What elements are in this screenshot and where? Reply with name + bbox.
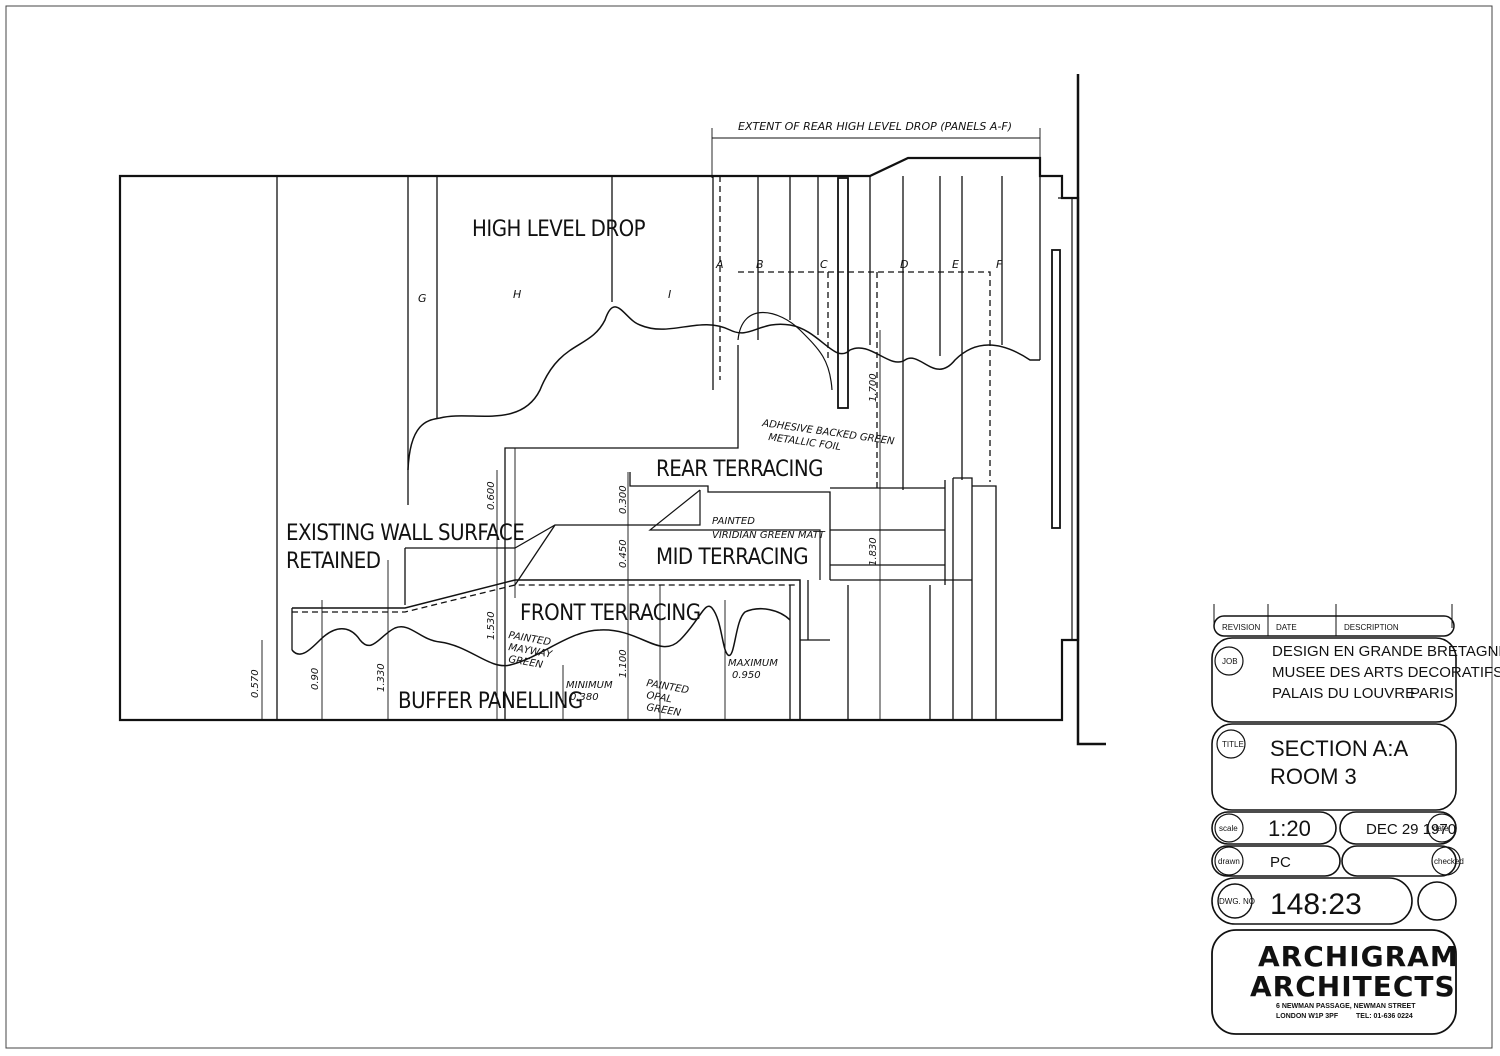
firm-address-2: LONDON W1P 3PF — [1276, 1013, 1339, 1020]
dwg-number: 148:23 — [1270, 888, 1362, 921]
dimension-value: 1.530 — [486, 611, 497, 640]
note-minimum-1: MINIMUM — [566, 680, 613, 691]
dimension-value: 0.570 — [250, 669, 261, 698]
dimension-value: 1.330 — [376, 663, 387, 692]
dimension-value: 0.600 — [486, 481, 497, 510]
description-header: DESCRIPTION — [1344, 623, 1399, 632]
job-line-1: DESIGN EN GRANDE BRETAGNE — [1272, 643, 1500, 660]
job-city: PARIS — [1410, 685, 1454, 702]
title-block: REVISION DATE DESCRIPTION JOB DESIGN EN … — [1211, 604, 1500, 1035]
drop-wavy-edge — [407, 306, 1040, 471]
drawn-value: PC — [1270, 854, 1291, 871]
label-high-level-drop: HIGH LEVEL DROP — [472, 217, 646, 242]
job-line-2: MUSEE DES ARTS DECORATIFS — [1272, 664, 1500, 681]
dimension-values: 0.570 0.90 1.330 1.530 0.600 0.450 0.300… — [250, 373, 879, 698]
drawn-label: drawn — [1218, 857, 1240, 866]
firm-address-1: 6 NEWMAN PASSAGE, NEWMAN STREET — [1276, 1003, 1416, 1010]
wall-stub — [1058, 197, 1073, 640]
panel-letter: D — [900, 258, 908, 271]
note-opal-2: OPAL — [645, 690, 672, 705]
drawing-notes: EXTENT OF REAR HIGH LEVEL DROP (PANELS A… — [507, 120, 1012, 719]
right-wall — [1076, 74, 1106, 746]
label-mid-terracing: MID TERRACING — [656, 545, 808, 570]
panel-letter: H — [513, 288, 521, 301]
date-header: DATE — [1276, 623, 1297, 632]
room-outline — [118, 156, 1080, 722]
panel-letter: F — [996, 258, 1003, 271]
dimension-value: 0.300 — [618, 485, 629, 514]
title-line-1: SECTION A:A — [1270, 736, 1408, 761]
date-label: date — [1433, 824, 1449, 833]
front-wavy-edge — [291, 605, 791, 667]
panel-letter: I — [668, 288, 671, 301]
title-line-2: ROOM 3 — [1270, 764, 1357, 789]
firm-name-1: ARCHIGRAM — [1258, 940, 1459, 973]
revision-header: REVISION — [1222, 623, 1260, 632]
panel-letter: A — [715, 258, 724, 271]
note-viridian-1: PAINTED — [712, 516, 755, 527]
dimension-value: 1.100 — [618, 649, 629, 678]
panel-letter: E — [952, 258, 959, 271]
label-front-terracing: FRONT TERRACING — [520, 601, 701, 626]
scale-value: 1:20 — [1268, 816, 1311, 841]
panel-letter: C — [820, 258, 828, 271]
panel-letter: B — [756, 258, 764, 271]
section-drawing — [118, 74, 1106, 746]
checked-label: checked — [1434, 857, 1464, 866]
dwg-label: DWG. NO — [1219, 897, 1255, 906]
title-label: TITLE — [1222, 740, 1244, 749]
note-maximum-1: MAXIMUM — [728, 658, 778, 669]
dimension-value: 0.450 — [618, 539, 629, 568]
scale-label: scale — [1219, 824, 1238, 833]
note-maximum-2: 0.950 — [732, 670, 761, 681]
note-viridian-2: VIRIDIAN GREEN MATT — [712, 530, 826, 541]
job-label: JOB — [1222, 657, 1238, 666]
label-rear-terracing: REAR TERRACING — [656, 457, 823, 482]
note-extent: EXTENT OF REAR HIGH LEVEL DROP (PANELS A… — [738, 120, 1012, 133]
note-minimum-2: 0.380 — [570, 692, 599, 703]
dimension-value: 1.830 — [868, 537, 879, 566]
panel-letter: G — [418, 292, 427, 305]
label-existing-wall: EXISTING WALL SURFACE — [286, 521, 524, 546]
note-opal-3: GREEN — [645, 702, 682, 719]
panel-letters: G H I A B C D E F — [418, 258, 1003, 305]
wall-panel — [1051, 249, 1061, 529]
firm-name-2: ARCHITECTS — [1250, 970, 1456, 1003]
firm-tel: TEL: 01-636 0224 — [1356, 1013, 1413, 1020]
date-value: DEC 29 1970 — [1366, 821, 1456, 838]
label-retained: RETAINED — [286, 549, 381, 574]
job-line-3: PALAIS DU LOUVRE — [1272, 685, 1415, 702]
label-buffer-panelling: BUFFER PANELLING — [398, 689, 583, 714]
dimension-value: 0.90 — [310, 668, 321, 690]
zone-labels: HIGH LEVEL DROP REAR TERRACING MID TERRA… — [286, 217, 823, 714]
sheet-border — [5, 5, 1493, 1049]
dimension-value: 1.700 — [868, 373, 879, 402]
